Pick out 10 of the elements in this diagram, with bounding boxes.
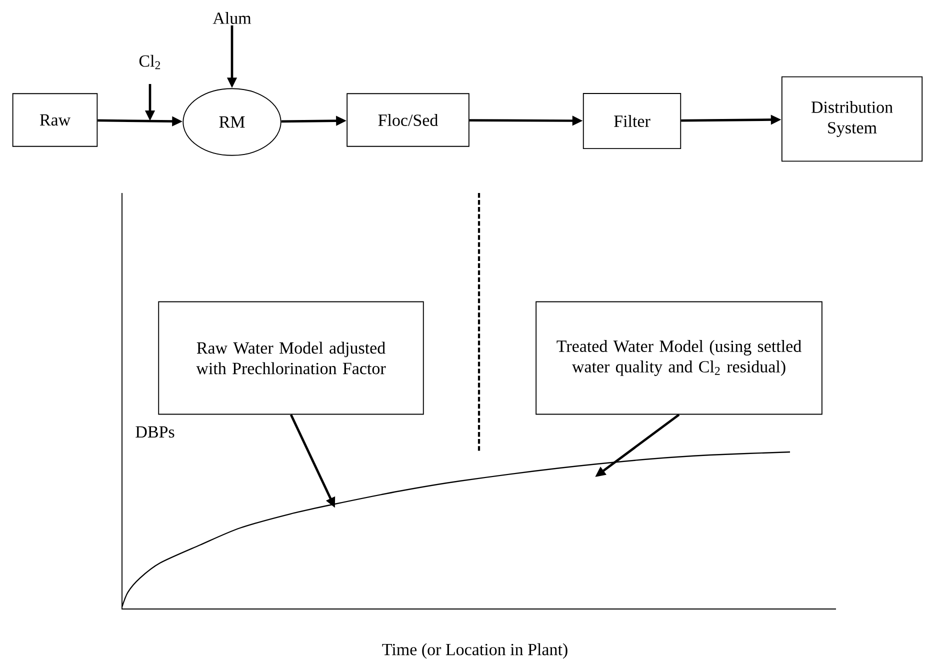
axis-label: DBPs xyxy=(136,426,174,438)
process-box: Filter xyxy=(582,93,682,149)
process-box: Raw xyxy=(12,93,98,147)
process-box: Distribution System xyxy=(781,76,923,162)
chemical-label: Alum xyxy=(212,12,252,24)
process-box: Treated Water Model (using settled water quality and Cl$_{2}$ residual) xyxy=(536,301,822,415)
chemical-label: Cl$_{2}$ xyxy=(139,54,160,70)
process-box: Floc/Sed xyxy=(346,93,470,147)
axis-label: Time (or Location in Plant) xyxy=(382,643,568,659)
process-box: Raw Water Model adjusted with Prechlorination Factor xyxy=(158,301,424,415)
